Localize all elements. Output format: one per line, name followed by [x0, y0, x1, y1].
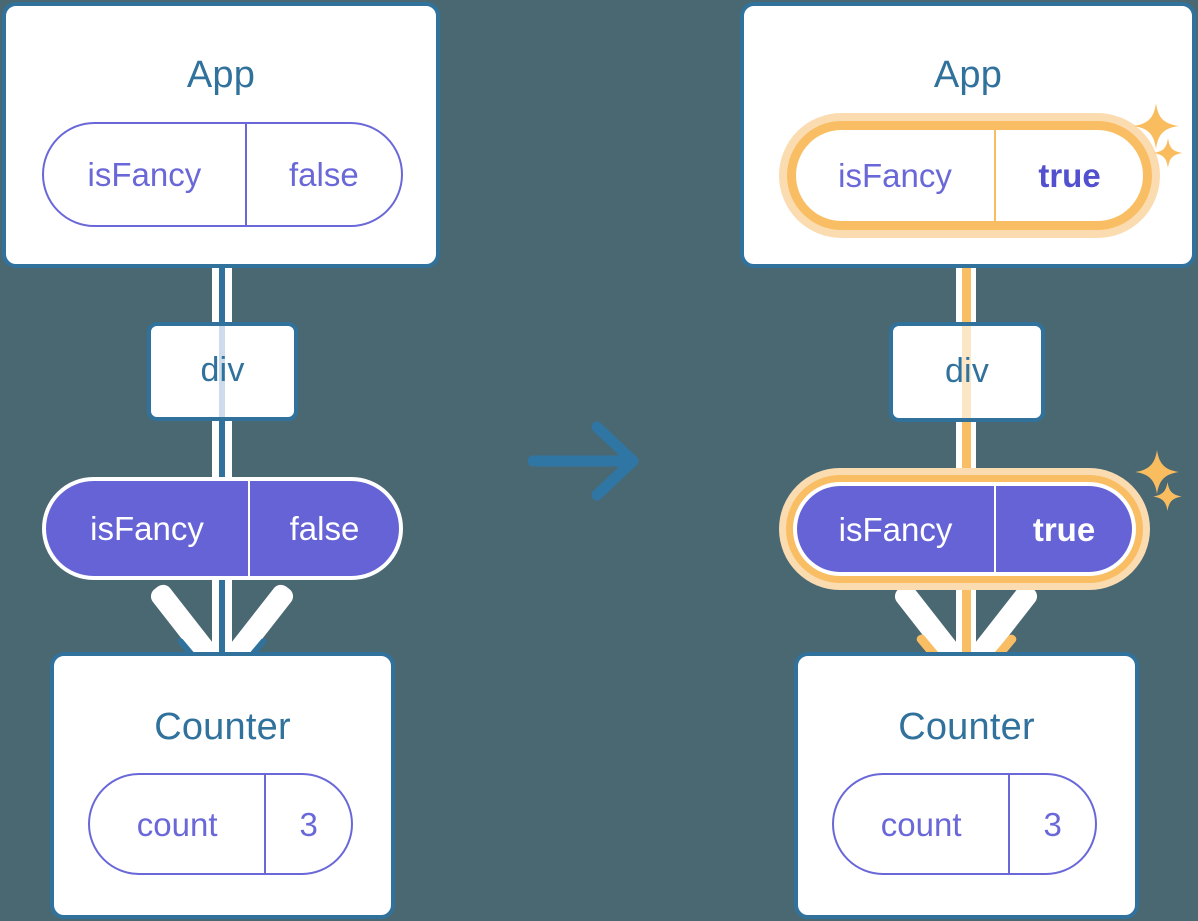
connector-div-to-prop-right — [962, 410, 971, 520]
prop-pill-key: isFancy — [90, 510, 204, 547]
connector-through-div-right — [962, 326, 971, 418]
state-pill-value: 3 — [264, 775, 351, 873]
sparkle-icon-small-app-right — [1153, 138, 1183, 168]
element-title-div-right: div — [944, 352, 990, 390]
state-pill-value: false — [244, 124, 401, 225]
sparkle-icon-large-app-right — [1133, 103, 1179, 149]
prop-pill-isfancy-right[interactable]: isFancy true — [797, 486, 1132, 572]
state-pill-isfancy-app-left[interactable]: isFancy false — [42, 122, 403, 227]
prop-pill-key: isFancy — [838, 510, 953, 548]
connector-app-to-div-left — [219, 224, 225, 334]
connector-div-to-prop-left — [219, 410, 225, 520]
prop-pill-isfancy-left[interactable]: isFancy false — [42, 477, 403, 580]
prop-pill-value: false — [248, 481, 399, 576]
state-pill-count-right[interactable]: count 3 — [832, 773, 1097, 875]
connector-prop-to-counter-right — [962, 540, 971, 665]
state-pill-count-left[interactable]: count 3 — [88, 773, 353, 875]
state-pill-value: true — [994, 130, 1143, 221]
element-title-div-left: div — [200, 351, 245, 389]
connector-prop-to-counter-left — [219, 540, 225, 665]
connector-app-to-div-right — [962, 224, 971, 336]
highlight-halo-hole-app-right — [796, 130, 1143, 221]
connector-through-div-left — [219, 326, 225, 417]
prop-pill-value: true — [994, 486, 1132, 572]
transition-right-arrow — [528, 421, 639, 501]
state-pill-key: isFancy — [838, 157, 952, 194]
component-title-app-left: App — [186, 54, 256, 96]
state-pill-value: 3 — [1008, 775, 1095, 873]
state-pill-key: count — [136, 805, 218, 843]
sparkle-icon-small-prop-right — [1153, 482, 1182, 511]
state-pill-key: isFancy — [87, 156, 202, 193]
state-pill-key: count — [880, 805, 962, 843]
component-title-counter-right: Counter — [898, 706, 1035, 748]
sparkle-icon-large-prop-right — [1135, 450, 1179, 494]
component-title-counter-left: Counter — [154, 706, 291, 748]
component-title-app-right: App — [933, 54, 1003, 96]
state-pill-isfancy-app-right[interactable]: isFancy true — [796, 130, 1143, 221]
